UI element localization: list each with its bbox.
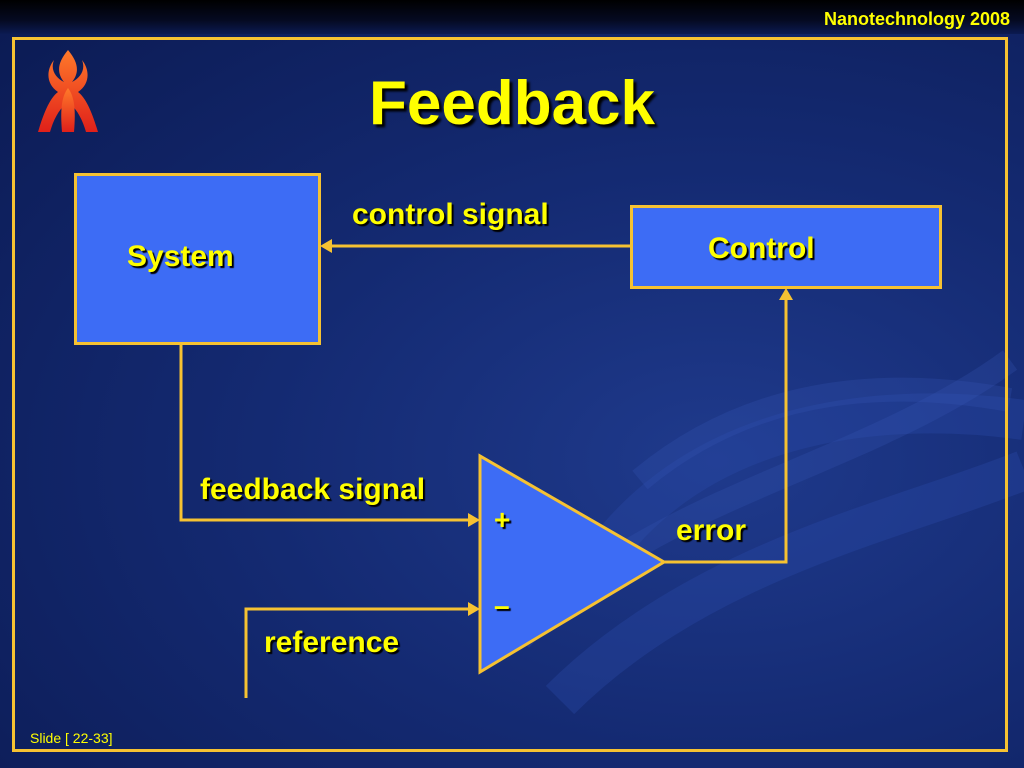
arrowhead-minus-input bbox=[468, 602, 480, 616]
control-signal-label: control signal bbox=[352, 198, 549, 231]
arrowhead-system bbox=[320, 239, 332, 253]
flame-logo-icon bbox=[38, 50, 98, 132]
slide-title: Feedback bbox=[368, 69, 656, 138]
feedback-signal-label: feedback signal bbox=[200, 473, 426, 506]
slide-frame bbox=[12, 37, 1008, 752]
reference-line bbox=[244, 607, 470, 698]
comparator-triangle bbox=[478, 453, 667, 675]
arrowhead-control bbox=[779, 288, 793, 300]
top-bar: Nanotechnology 2008 bbox=[0, 0, 1024, 34]
minus-sign: – bbox=[494, 590, 510, 621]
error-line bbox=[664, 298, 788, 564]
slide-number: Slide [ 22-33] bbox=[30, 730, 113, 746]
plus-sign: + bbox=[494, 504, 511, 535]
header-title: Nanotechnology 2008 bbox=[823, 9, 1010, 29]
system-label: System bbox=[127, 240, 234, 273]
control-label: Control bbox=[708, 232, 815, 265]
reference-label: reference bbox=[264, 626, 400, 659]
arrowhead-plus-input bbox=[468, 513, 480, 527]
feedback-signal-line bbox=[179, 345, 470, 522]
control-box bbox=[630, 205, 942, 289]
error-label: error bbox=[676, 514, 747, 547]
system-box bbox=[74, 173, 321, 345]
